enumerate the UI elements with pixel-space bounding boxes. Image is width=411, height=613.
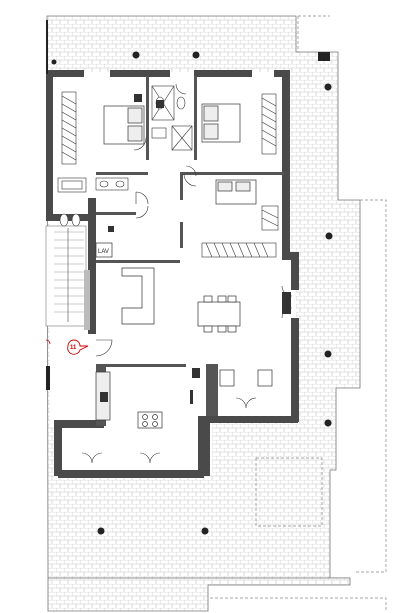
wall-east-step	[282, 252, 298, 260]
door	[133, 137, 147, 151]
exterior-walls	[46, 70, 299, 478]
column-square	[318, 52, 330, 61]
door	[135, 191, 149, 205]
column	[324, 83, 332, 91]
wall-east-low	[291, 318, 299, 422]
beds	[103, 103, 257, 205]
left-edge-marks	[45, 20, 51, 390]
sink	[151, 127, 167, 139]
terrace-bottom-band	[47, 577, 351, 612]
wall-north-left	[46, 70, 84, 77]
boundary-dashed	[210, 15, 387, 611]
wall-west-lowstep	[54, 420, 104, 428]
column	[51, 59, 57, 65]
column	[324, 350, 332, 358]
column	[324, 419, 332, 427]
wall-north-right	[194, 70, 252, 77]
wall-south-step	[198, 416, 210, 476]
bidet	[176, 96, 186, 110]
door	[183, 173, 197, 187]
door	[185, 165, 197, 177]
door	[95, 339, 113, 357]
wall-west-low	[54, 426, 62, 476]
kitchen-island	[137, 411, 163, 429]
column	[132, 51, 140, 59]
column	[325, 232, 333, 240]
dining-table	[197, 301, 241, 327]
terrace-columns	[51, 51, 333, 535]
toilet-2	[59, 213, 69, 227]
door	[235, 397, 257, 409]
wall-north-mid	[110, 70, 170, 77]
bidet-2	[71, 213, 81, 227]
wall-west-mid	[88, 198, 96, 334]
wall-west-top	[46, 70, 53, 218]
column	[97, 527, 105, 535]
armchair	[257, 369, 273, 387]
unit-tag: 11	[70, 345, 77, 351]
wardrobe-bed3	[261, 205, 279, 231]
door	[135, 205, 149, 219]
door	[139, 452, 161, 464]
wardrobes	[61, 91, 279, 258]
column	[192, 51, 200, 59]
pergola-dashed	[255, 457, 323, 527]
wardrobe-hall	[201, 242, 277, 258]
wall-east-mid	[291, 252, 299, 290]
armchair	[219, 369, 235, 387]
unit-tag-marker: 11	[67, 339, 89, 355]
wall-south	[58, 470, 204, 478]
window-posts	[100, 94, 291, 404]
wall-west-stair-top	[46, 214, 94, 221]
column	[201, 527, 209, 535]
door	[175, 83, 187, 95]
wall-east-top	[282, 70, 290, 256]
stair-well	[45, 225, 90, 330]
laundry: LAV	[95, 242, 113, 258]
wall-south-terrace	[206, 416, 298, 423]
wardrobe-right	[261, 93, 277, 155]
sofa	[121, 267, 155, 325]
door	[81, 452, 103, 464]
laundry-label: LAV	[98, 249, 109, 255]
